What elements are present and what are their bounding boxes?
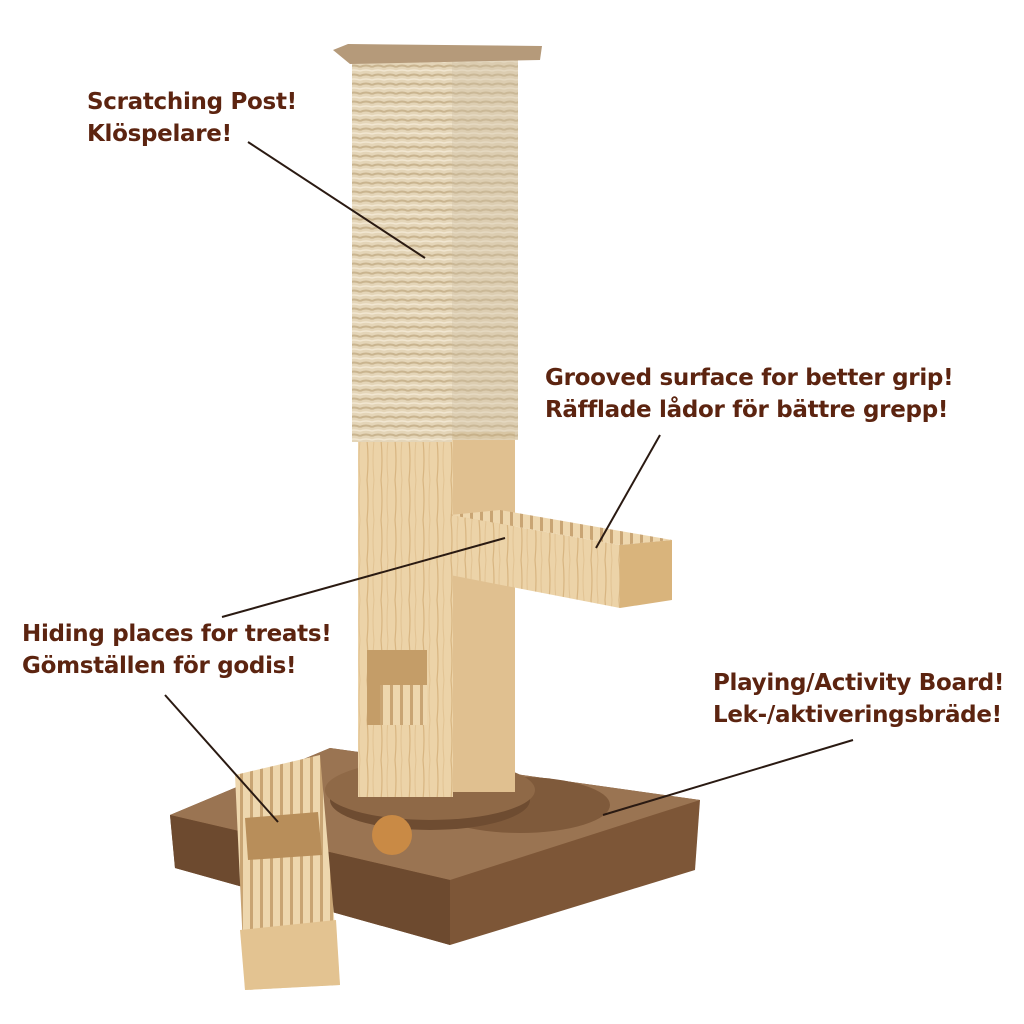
callout-line1: Grooved surface for better grip! <box>545 365 954 391</box>
side-treat-box <box>450 510 672 608</box>
callout-line2: Räfflade lådor för bättre grepp! <box>545 397 949 423</box>
top-cap <box>333 44 542 64</box>
callout-line-grooved <box>595 434 661 549</box>
callout-line-board <box>602 739 854 816</box>
callout-line1: Scratching Post! <box>87 89 297 115</box>
callout-line2: Lek-/aktiveringsbräde! <box>713 702 1002 728</box>
callout-line2: Gömställen för godis! <box>22 653 297 679</box>
callout-activity-board: Playing/Activity Board! Lek-/aktiverings… <box>713 667 1004 731</box>
ball <box>372 815 412 855</box>
callout-line1: Playing/Activity Board! <box>713 670 1005 696</box>
front-treat-box <box>235 755 340 990</box>
callout-line-hiding-2 <box>164 694 279 823</box>
callout-line-scratching <box>247 141 426 259</box>
callout-line1: Hiding places for treats! <box>22 621 332 647</box>
wooden-post <box>358 432 515 797</box>
callout-line2: Klöspelare! <box>87 121 232 147</box>
callout-line-hiding <box>221 537 506 618</box>
callout-hiding-places: Hiding places for treats! Gömställen för… <box>22 618 332 682</box>
callout-grooved-surface: Grooved surface for better grip! Räfflad… <box>545 362 954 426</box>
callout-scratching-post: Scratching Post! Klöspelare! <box>87 86 297 150</box>
sisal-scratching-post <box>352 60 518 442</box>
